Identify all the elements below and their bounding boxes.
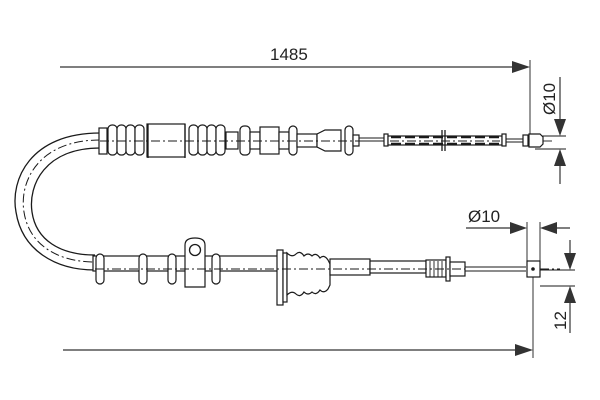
top-diameter-dimension: Ø10 <box>535 77 566 184</box>
bottom-length-dimension <box>63 268 534 358</box>
offset-dimension: 12 <box>540 240 576 333</box>
offset-label: 12 <box>551 311 570 330</box>
bottom-cable-assembly <box>92 237 560 306</box>
cable-bend <box>14 132 101 271</box>
top-cable-assembly <box>98 123 552 158</box>
length-label: 1485 <box>270 45 308 64</box>
top-diameter-label: Ø10 <box>540 83 559 115</box>
bottom-diameter-label: Ø10 <box>468 207 500 226</box>
overall-length-dimension: 1485 <box>60 45 531 140</box>
bottom-diameter-dimension: Ø10 <box>466 207 570 276</box>
